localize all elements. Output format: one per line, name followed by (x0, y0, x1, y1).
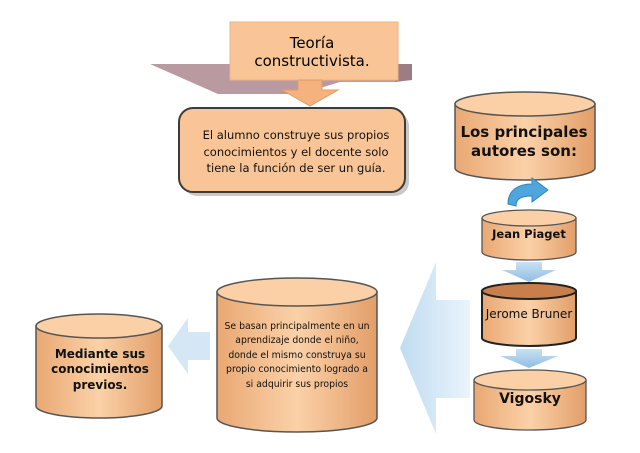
piaget-cylinder (481, 209, 577, 261)
authors-heading-label: Los principales autores son: (460, 122, 588, 161)
big-left-arrow (400, 262, 470, 434)
basis-label: Se basan principalmente en un aprendizaj… (224, 321, 370, 390)
author-piaget-label: Jean Piaget (492, 227, 566, 242)
small-left-arrow (168, 318, 210, 374)
description-box (178, 107, 406, 193)
vigosky-cylinder (473, 369, 587, 431)
title-box (229, 21, 399, 81)
bruner-cylinder (481, 282, 577, 347)
prior-knowledge-cylinder (35, 313, 163, 419)
down-arrow-2 (500, 349, 558, 368)
curved-arrow-icon (507, 177, 549, 207)
author-vigosky-label: Vigosky (499, 390, 561, 407)
down-arrow-1 (502, 262, 556, 282)
basis-cylinder (216, 277, 378, 433)
title-down-arrow (280, 79, 340, 107)
author-bruner-label: Jerome Bruner (485, 306, 573, 321)
description-label: El alumno construye sus propios conocimi… (202, 127, 390, 176)
title-shadow-ribbon-tail (395, 64, 412, 82)
title-label: Teoría constructivista. (254, 34, 370, 70)
prior-knowledge-label: Mediante sus conocimientos previos. (51, 346, 149, 392)
authors-cylinder (454, 91, 596, 181)
